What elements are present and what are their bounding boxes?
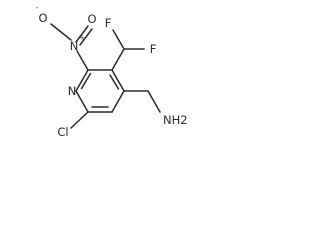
bond-nitro-n-o-lower-2 (79, 28, 93, 46)
atom-fluoro-top: F (105, 16, 112, 30)
bond-nitro-n-o-upper (50, 23, 72, 41)
bond-chf2-f-top (112, 29, 125, 50)
bond-c4-c5 (111, 90, 125, 113)
atom-nitro-o-upper: O (38, 11, 47, 25)
atom-labels: N Cl F F O - N + O NH2 (36, 4, 188, 139)
double-bond-c3-c4 (109, 74, 120, 90)
bond-c6-n1 (75, 90, 89, 113)
bonds (50, 23, 161, 129)
bond-c2-nitro-n (76, 50, 89, 71)
atom-nitro-n: N (70, 39, 79, 53)
bond-c3-c4 (111, 69, 125, 92)
bond-nitro-n-o-lower (75, 25, 89, 43)
charge-nitro-n: + (79, 34, 85, 42)
atom-amine: NH2 (163, 113, 188, 127)
bond-ch2-nh2 (147, 90, 161, 113)
atom-nitro-o-lower: O (87, 12, 96, 26)
atom-ring-n: N (68, 84, 77, 98)
bond-n1-c2 (75, 69, 89, 92)
structure-diagram: N Cl F F O - N + O NH2 (36, 4, 188, 139)
atom-chloro: Cl (57, 125, 68, 139)
atom-fluoro-right: F (150, 42, 157, 56)
double-bond-n1-c2 (80, 72, 92, 90)
bond-c3-chf2 (111, 48, 125, 71)
bond-c6-cl (70, 111, 89, 129)
charge-nitro-o-upper: - (36, 4, 39, 12)
